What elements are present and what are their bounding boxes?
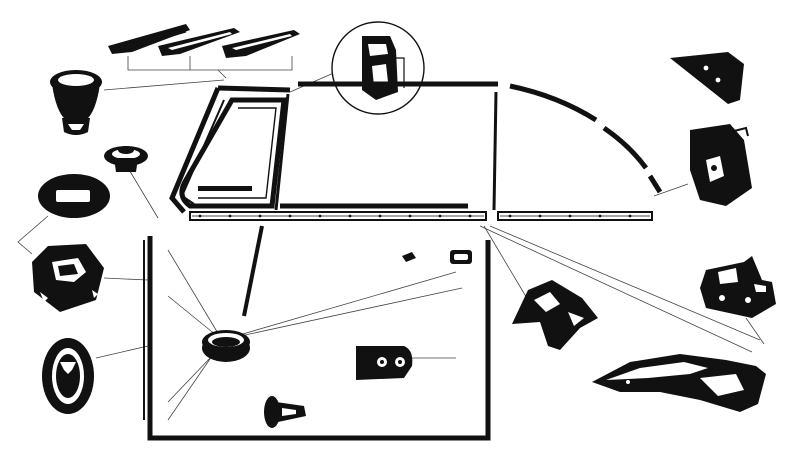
oval-keyhole-seal bbox=[42, 338, 94, 414]
stepped-mount-block bbox=[700, 256, 776, 318]
leader-angled-bracket bbox=[483, 225, 529, 301]
door-frame-and-window-seals bbox=[143, 81, 663, 441]
sill-seal-molding bbox=[592, 354, 766, 412]
leader-tapered-plug bbox=[103, 79, 225, 91]
vent-strip-1 bbox=[108, 24, 190, 54]
hex-socket-bumper bbox=[32, 244, 104, 312]
leader-sill-seal bbox=[479, 225, 761, 353]
leader-lines bbox=[17, 56, 765, 421]
leader-stepped-block bbox=[745, 317, 765, 345]
push-pin-clip bbox=[264, 396, 306, 428]
round-door-plug bbox=[202, 330, 250, 362]
oval-frame-seal bbox=[38, 174, 110, 218]
leader-hex-bumper bbox=[103, 277, 149, 281]
small-clip bbox=[402, 252, 416, 262]
window-channel-end-block bbox=[690, 124, 752, 206]
vent-wing-strips bbox=[108, 24, 300, 58]
tapered-plug-grommet bbox=[50, 70, 102, 135]
twin-hole-bracket bbox=[356, 346, 413, 380]
leader-corner-block bbox=[653, 183, 689, 197]
angled-corner-bracket bbox=[512, 280, 598, 350]
leader-vent-strips bbox=[127, 56, 293, 79]
leader-oval-seal bbox=[17, 215, 49, 255]
corner-seal-detail-inset bbox=[331, 21, 425, 115]
quarter-window-corner-block bbox=[670, 52, 744, 104]
leader-round-plug bbox=[167, 249, 463, 421]
leader-keyhole-seal bbox=[95, 345, 149, 359]
small-round-grommet bbox=[104, 146, 148, 172]
leader-small-grommet bbox=[127, 167, 159, 219]
